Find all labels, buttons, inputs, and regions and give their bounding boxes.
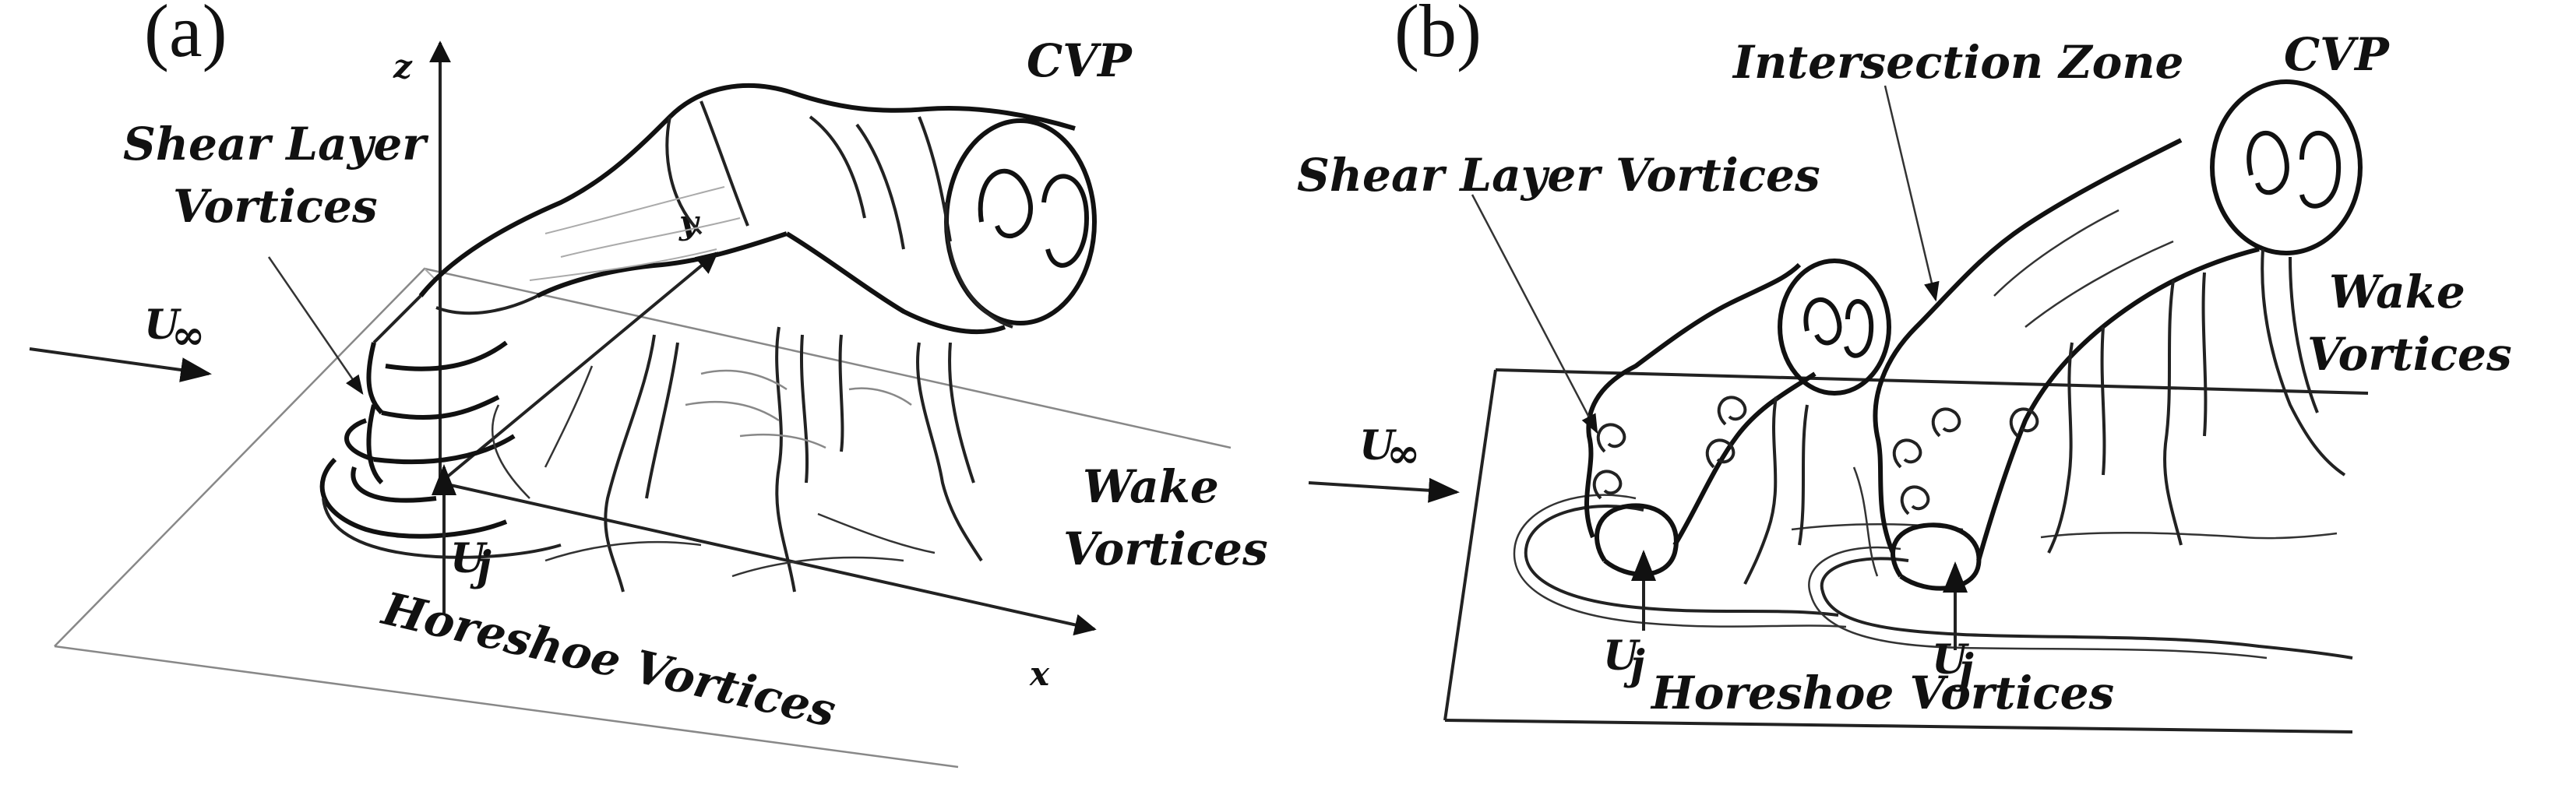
panel-a-cvp-body xyxy=(418,83,1097,335)
panel-a-axes: z y x xyxy=(393,40,1097,693)
shear-layer-pointer-a xyxy=(267,256,364,396)
wake-label-b-line1: Wake xyxy=(2329,266,2465,318)
intersection-zone-label: Intersection Zone xyxy=(1732,36,2183,89)
panel-a-jet-column xyxy=(319,294,562,559)
wake-label-a-line1: Wake xyxy=(1083,460,1219,513)
shear-layer-label-a-line2: Vortices xyxy=(173,180,378,233)
svg-text:∞: ∞ xyxy=(171,311,205,359)
panel-a-annotation-arrows xyxy=(29,256,456,615)
panel-b-left-jet xyxy=(1584,259,1891,577)
svg-text:U: U xyxy=(144,301,181,349)
horseshoe-label-a: Horeshoe Vortices xyxy=(376,582,840,737)
u-inf-arrow-b xyxy=(1308,477,1460,503)
u-inf-label-b: U ∞ xyxy=(1359,422,1420,477)
shear-layer-label-b: Shear Layer Vortices xyxy=(1297,149,1820,202)
u-inf-label-a: U ∞ xyxy=(144,301,205,359)
uj-label-a: U j xyxy=(450,535,492,590)
svg-text:U: U xyxy=(1359,422,1397,470)
panel-b-right-jet xyxy=(1873,79,2363,591)
panel-b-label: (b) xyxy=(1394,0,1482,72)
panel-b-wake-stalks xyxy=(1743,248,2346,585)
panel-a: (a) z y x xyxy=(29,0,1268,769)
u-inf-arrow-a xyxy=(29,347,212,382)
cvp-label-a: CVP xyxy=(1027,34,1133,87)
x-axis xyxy=(439,481,1097,636)
cvp-label-b: CVP xyxy=(2284,28,2390,81)
z-axis-label: z xyxy=(393,47,413,86)
svg-text:U: U xyxy=(1932,636,1969,684)
wake-label-b-line2: Vortices xyxy=(2307,328,2512,381)
shear-layer-pointer-b xyxy=(1471,194,1598,434)
panel-b: (b) xyxy=(1297,0,2512,733)
panel-b-ground-plane xyxy=(1443,368,2369,733)
svg-text:U: U xyxy=(1603,632,1640,680)
shear-layer-label-a-line1: Shear Layer xyxy=(123,118,429,171)
horseshoe-label-b: Horeshoe Vortices xyxy=(1650,667,2114,719)
y-axis xyxy=(439,252,719,484)
svg-text:∞: ∞ xyxy=(1387,430,1420,477)
wake-label-a-line2: Vortices xyxy=(1063,522,1268,575)
panel-a-wake-vortices xyxy=(492,326,983,593)
intersection-pointer xyxy=(1884,85,1940,302)
panel-b-annotation-arrows xyxy=(1308,85,1968,650)
svg-text:U: U xyxy=(450,535,488,582)
uj-label-b-left: U j xyxy=(1603,632,1645,689)
x-axis-label: x xyxy=(1029,655,1050,693)
panel-a-label: (a) xyxy=(144,0,227,72)
